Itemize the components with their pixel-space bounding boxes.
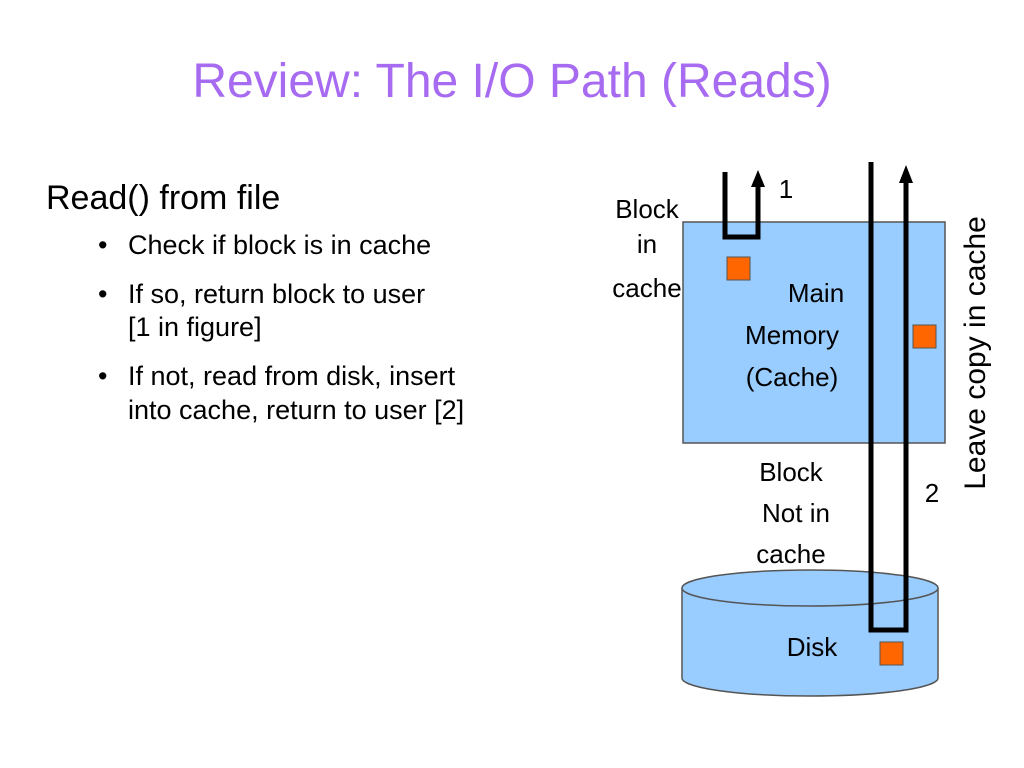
slide-title: Review: The I/O Path (Reads) — [192, 55, 832, 108]
path-1-arrow — [722, 170, 765, 240]
block-in-cache-line: in — [637, 229, 657, 259]
bullet-dot: • — [98, 229, 108, 260]
path-1-label: 1 — [779, 174, 793, 204]
block-in-cache-line: cache — [612, 273, 681, 303]
block-not-in-cache-line: cache — [756, 539, 825, 569]
bullet-text: [1 in figure] — [128, 312, 262, 343]
bullet-text: Check if block is in cache — [128, 229, 432, 260]
bullet-dot: • — [98, 361, 108, 392]
copied-block-square — [912, 324, 937, 349]
disk-label: Disk — [787, 632, 839, 662]
path-2-label: 2 — [925, 478, 939, 508]
bullet-item-check-cache: • Check if block is in cache — [98, 229, 566, 263]
disk-cylinder — [681, 569, 939, 697]
main-memory-box — [682, 221, 946, 444]
bullet-text: If so, return block to user — [128, 278, 426, 309]
disk-block-square — [879, 641, 904, 666]
main-memory-line: Main — [788, 278, 844, 308]
bullet-text: If not, read from disk, insert — [128, 361, 456, 392]
sub-bullet-list: • Check if block is in cache • If so, re… — [46, 229, 566, 428]
main-memory-label: Main Memory (Cache) — [745, 278, 844, 392]
main-memory-line: (Cache) — [746, 362, 838, 392]
path-2-arrow — [868, 162, 913, 633]
bullet-item-read-from-disk: • If not, read from disk, insert into ca… — [98, 360, 566, 428]
main-memory-line: Memory — [745, 320, 839, 350]
bullet-item-return-block: • If so, return block to user [1 in figu… — [98, 278, 566, 346]
block-in-cache-label: Block in cache — [612, 194, 681, 303]
block-not-in-cache-label: Block Not in cache — [756, 457, 830, 569]
cached-block-square — [726, 256, 751, 281]
block-in-cache-line: Block — [615, 194, 680, 224]
leave-copy-label: Leave copy in cache — [959, 216, 992, 490]
block-not-in-cache-line: Not in — [762, 498, 830, 528]
block-not-in-cache-line: Block — [759, 457, 824, 487]
bullet-dot: • — [98, 278, 108, 309]
bullet-heading: Read() from file — [46, 179, 281, 217]
bullet-list: Read() from file • Check if block is in … — [46, 178, 566, 443]
bullet-text: into cache, return to user [2] — [128, 394, 465, 425]
